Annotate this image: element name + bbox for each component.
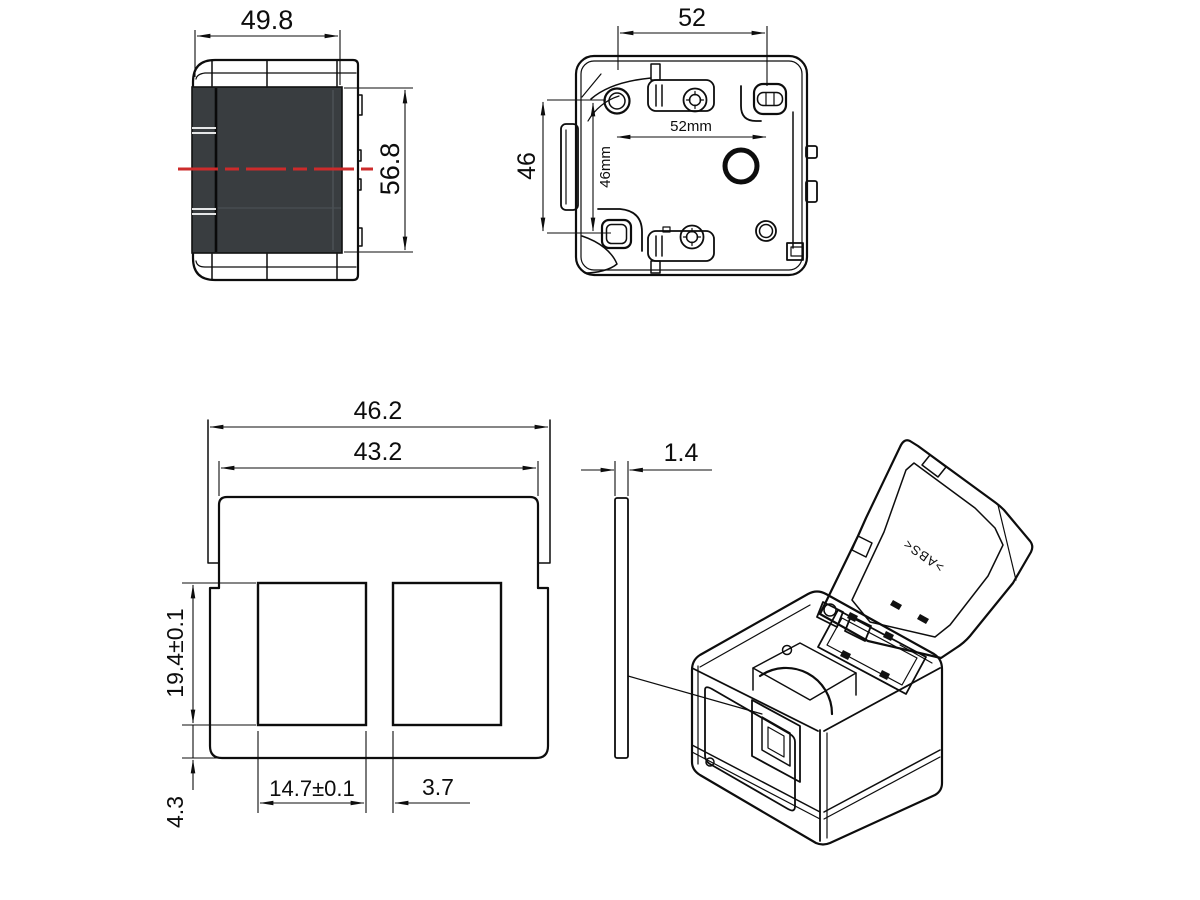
dim-side-height: 56.8: [375, 143, 405, 196]
material-marking: >ABS<: [900, 536, 946, 575]
dim-back-width-inner: 52mm: [670, 118, 712, 135]
plate-edge-view: 1.4: [581, 439, 763, 759]
port-opening-left: [256, 581, 368, 727]
isometric-view: >ABS<: [690, 439, 1034, 846]
cable-entry-hole: [722, 147, 760, 185]
dim-port-width: 14.7±0.1: [269, 776, 354, 801]
side-view: 49.8 56.8: [178, 5, 413, 282]
dim-plate-bottom-margin: 4.3: [162, 796, 188, 828]
faceplate-view: 46.2 43.2 19.4±0.1 4.3 14.7±0.1 3.7: [162, 397, 551, 828]
dim-back-width: 52: [678, 4, 706, 32]
port-opening-right: [391, 581, 503, 727]
dim-plate-outer-width: 46.2: [354, 397, 403, 425]
dim-plate-thickness: 1.4: [664, 439, 699, 467]
dim-back-height-inner: 46mm: [597, 146, 614, 188]
back-view: 52 46 52mm 46mm: [513, 4, 818, 277]
dim-port-gap: 3.7: [422, 774, 454, 800]
dim-plate-inner-width: 43.2: [354, 438, 403, 466]
dim-side-width: 49.8: [241, 5, 294, 35]
dim-back-height: 46: [513, 152, 541, 180]
dim-port-height: 19.4±0.1: [162, 608, 188, 697]
